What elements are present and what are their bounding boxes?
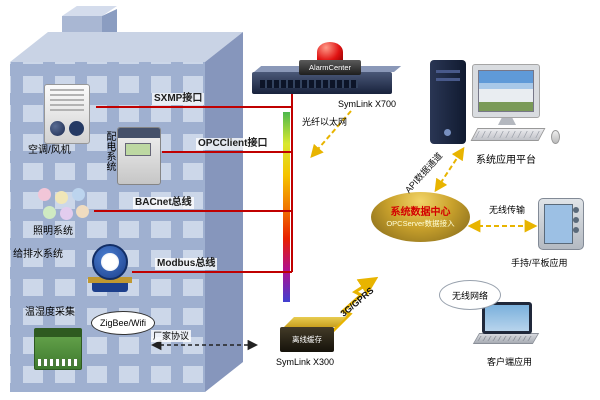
label-fiber-ethernet: 光纤以太网	[302, 117, 348, 127]
wireless-network-cloud: 无线网络	[439, 280, 501, 310]
lighting-bulbs-image	[38, 188, 51, 201]
laptop-screen	[482, 302, 532, 334]
desktop-screen	[478, 70, 534, 112]
spectrum-bus-bar	[283, 112, 290, 302]
temp-humidity-module-image	[34, 328, 82, 370]
label-gprs: 3G/GPRS	[338, 285, 376, 319]
handheld-device-image	[538, 198, 584, 250]
label-water-system: 给排水系统	[13, 249, 63, 260]
data-center-title: 系统数据中心	[390, 206, 451, 218]
label-api-channel: API数据通道	[403, 150, 445, 195]
label-vendor-protocol: 厂家协议	[151, 330, 192, 342]
label-temp-humidity: 温湿度采集	[25, 307, 75, 318]
water-meter-image	[88, 244, 132, 292]
label-snmp-bus: SXMP接口	[152, 93, 205, 105]
building-roof	[10, 32, 243, 62]
label-desktop-platform: 系统应用平台	[476, 155, 536, 166]
zigbee-wifi-label: ZigBee/Wifi	[99, 318, 146, 328]
power-meter-image	[117, 127, 161, 185]
laptop-base	[472, 333, 540, 344]
water-meter-dial	[92, 244, 128, 280]
symlink-x300-top	[284, 317, 346, 327]
desktop-tower-image	[430, 60, 466, 144]
symlink-x700-device	[252, 72, 392, 94]
zigbee-wifi-bubble: ZigBee/Wifi	[91, 311, 155, 335]
label-opc-client-bus: OPCClient接口	[196, 138, 270, 150]
symlink-x300-device: 离线缓存	[280, 327, 334, 352]
alarm-center: AlarmCenter	[299, 60, 361, 75]
building-side-face	[205, 32, 243, 392]
system-data-center: 系统数据中心 OPCServer数据接入	[371, 192, 470, 242]
label-hvac: 空调/风机	[28, 145, 71, 156]
label-x700: SymLink X700	[338, 99, 397, 109]
hvac-unit-image	[44, 84, 90, 144]
wireless-network-label: 无线网络	[451, 290, 488, 301]
water-meter-body	[88, 277, 132, 292]
data-center-subtitle: OPCServer数据接入	[386, 218, 455, 228]
monitor-stand	[498, 118, 516, 125]
label-lighting-system: 照明系统	[33, 226, 73, 237]
alarm-dome-icon	[317, 42, 343, 62]
label-modbus-bus: Modbus总线	[155, 258, 218, 270]
building-chimney-top	[62, 6, 117, 16]
label-x300: SymLink X300	[276, 357, 335, 367]
mouse-image	[551, 130, 560, 144]
label-wireless-transfer: 无线传输	[489, 205, 526, 215]
desktop-monitor-image	[472, 64, 540, 118]
label-handheld-app: 手持/平板应用	[511, 258, 568, 268]
label-bacnet-bus: BACnet总线	[133, 197, 194, 209]
label-power-system: 配电系统	[104, 131, 115, 171]
label-client-app: 客户端应用	[487, 357, 533, 367]
keyboard-image	[470, 128, 546, 141]
